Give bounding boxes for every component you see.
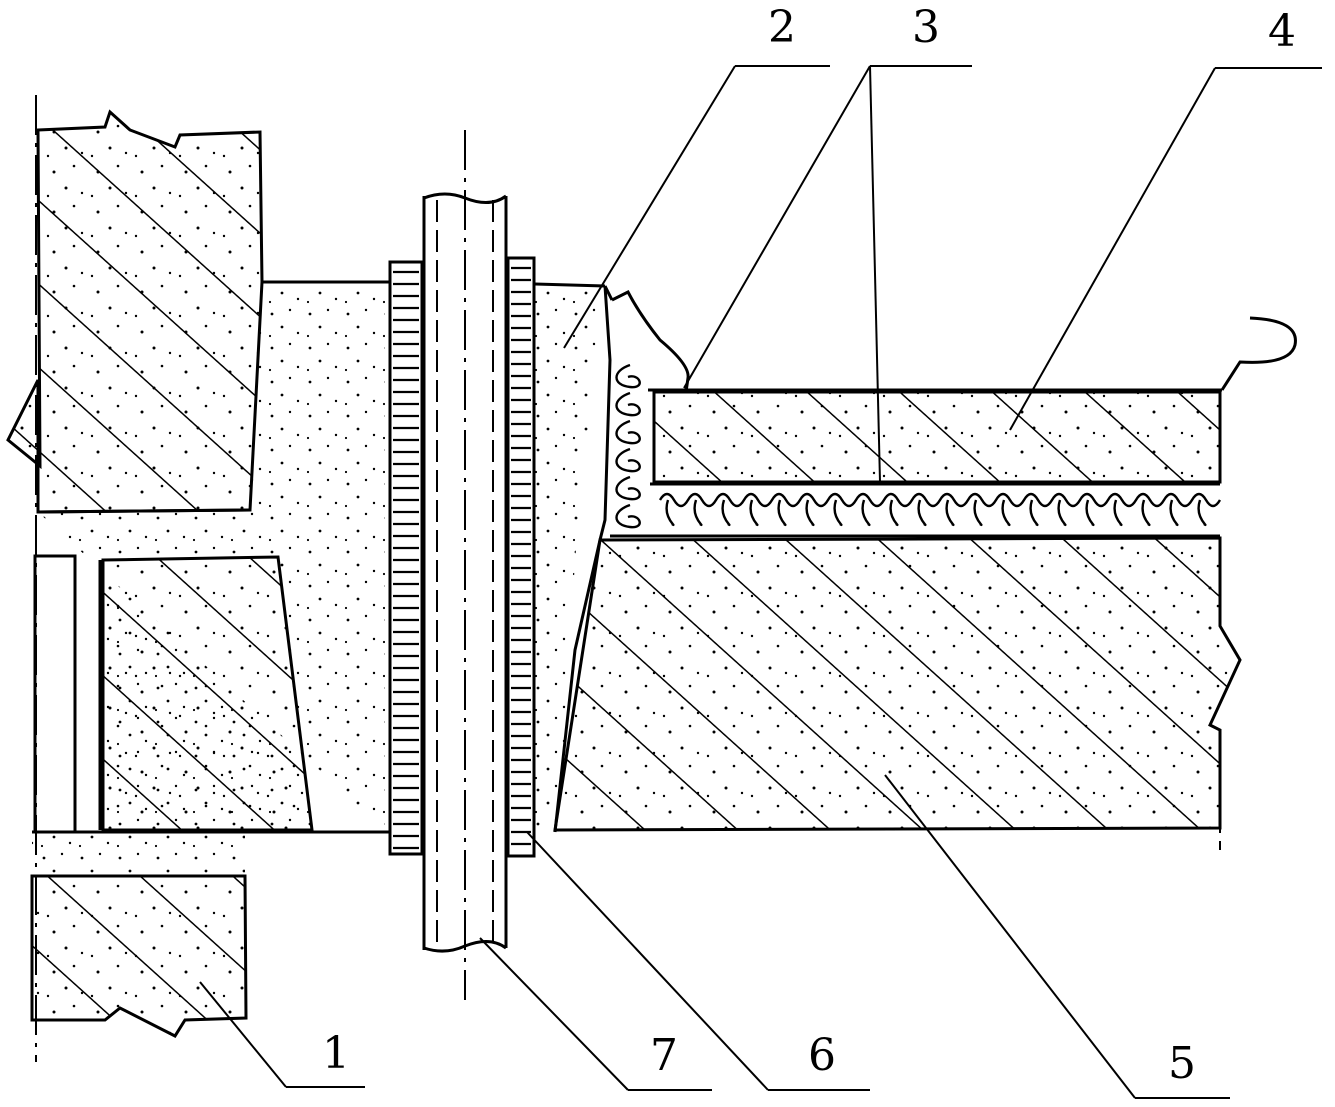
sleeve-rings-right [506,256,536,858]
center-lines [35,95,1221,1062]
label-3: 3 [912,2,940,53]
waterproof-layer [603,285,1297,393]
label-1: 1 [322,1028,350,1079]
label-6: 6 [808,1030,836,1081]
grout-fill-right [534,282,612,833]
grout-fill-left [32,280,390,878]
concrete-wall-bottom-left [30,874,248,1038]
leader-lines [199,65,1322,1099]
insulation-layer [610,363,1222,538]
part-labels: 1 2 3 4 5 6 7 [322,2,1296,1089]
floor-slab [553,536,1242,832]
label-5: 5 [1168,1038,1196,1089]
screed-layer [652,390,1222,484]
concrete-wall-upper-left [6,109,264,514]
label-2: 2 [768,2,796,53]
label-4: 4 [1268,6,1296,57]
sleeve-rings-left [388,260,424,856]
label-7: 7 [650,1030,678,1081]
